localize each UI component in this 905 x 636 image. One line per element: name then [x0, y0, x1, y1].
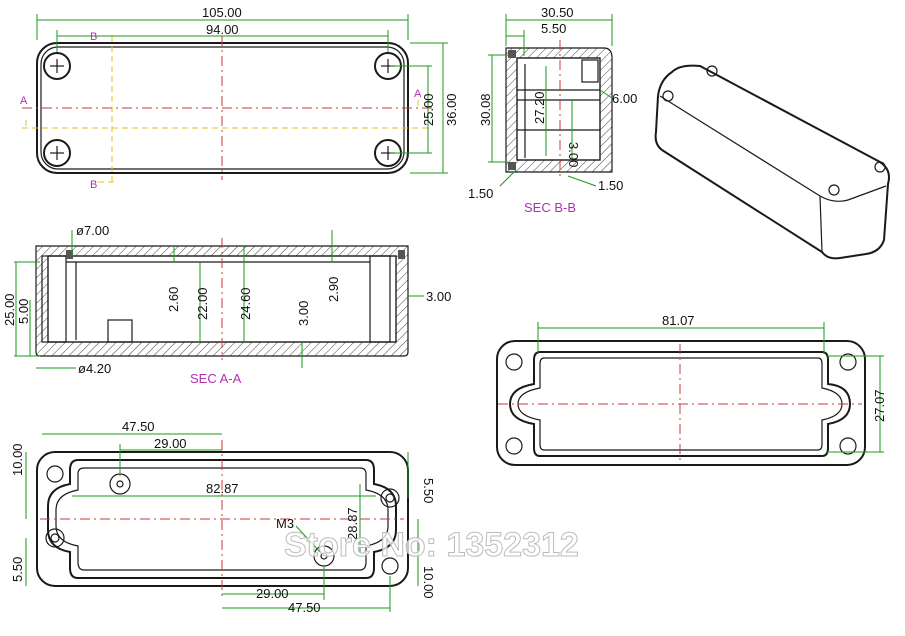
- dim-bb-top-inset: 5.50: [541, 21, 566, 36]
- dim-aa-lip: 5.00: [16, 299, 31, 324]
- base-view: 47.50 29.00 10.00 5.50 82.87 28.87 M3 5.…: [10, 419, 436, 615]
- dim-bb-inner-height: 27.20: [532, 91, 547, 124]
- dim-bb-width: 30.50: [541, 5, 574, 20]
- lid-view: 81.07 27.07: [496, 313, 887, 466]
- dim-base-left-top: 10.00: [10, 443, 25, 476]
- isometric-view: [654, 64, 890, 260]
- dim-base-top-half: 47.50: [122, 419, 155, 434]
- section-mark-a-left: A: [20, 95, 28, 107]
- dim-base-right-top: 5.50: [421, 478, 436, 503]
- dim-base-right-bottom: 10.00: [421, 566, 436, 599]
- dim-overall-width: 105.00: [202, 5, 242, 20]
- dim-base-span: 82.87: [206, 481, 239, 496]
- dim-aa-e: 2.90: [326, 277, 341, 302]
- lid-outline: [496, 340, 866, 466]
- dim-bb-right-wall: 1.50: [598, 178, 623, 193]
- dim-lid-width: 81.07: [662, 313, 695, 328]
- dim-bb-slot: 6.00: [612, 91, 637, 106]
- label-sec-aa: SEC A-A: [190, 371, 242, 386]
- dim-aa-b: 22.00: [195, 287, 210, 320]
- dim-aa-d: 3.00: [296, 301, 311, 326]
- dim-lid-height: 27.07: [872, 389, 887, 422]
- dim-bb-height: 30.08: [478, 93, 493, 126]
- dim-aa-c: 24.60: [238, 287, 253, 320]
- dim-base-bottom-inner: 29.00: [256, 586, 289, 601]
- isometric-box: [654, 64, 890, 260]
- dim-aa-hole-dia: ø7.00: [76, 223, 109, 238]
- dim-base-bottom-half: 47.50: [288, 600, 321, 615]
- dim-aa-height: 25.00: [2, 293, 17, 326]
- section-mark-b-top: B: [90, 31, 97, 43]
- label-sec-bb: SEC B-B: [524, 200, 576, 215]
- watermark: Store No: 1352312: [284, 526, 579, 564]
- dim-aa-pin-dia: ø4.20: [78, 361, 111, 376]
- dim-hole-spacing-height: 25.00: [421, 93, 436, 126]
- section-mark-a-right: A: [414, 88, 422, 100]
- dim-aa-wall: 3.00: [426, 289, 451, 304]
- dim-base-inner-height: 28.87: [345, 507, 360, 540]
- top-view: 105.00 94.00 25.00 36.00 A A B B: [20, 5, 459, 191]
- dim-hole-spacing-width: 94.00: [206, 22, 239, 37]
- dim-aa-a: 2.60: [166, 287, 181, 312]
- section-mark-b-bottom: B: [90, 179, 97, 191]
- dim-bb-floor: 3.00: [566, 142, 581, 167]
- dim-base-top-inner: 29.00: [154, 436, 187, 451]
- dim-overall-height: 36.00: [444, 93, 459, 126]
- section-aa-view: ø7.00 25.00 5.00 2.60 22.00 24.60 3.00 2…: [2, 223, 451, 386]
- screw-icon: [43, 139, 71, 167]
- section-bb-view: 30.50 5.50 30.08 27.20 3.00 6.00 1.50 1.…: [468, 5, 637, 215]
- screw-icon: [43, 52, 71, 80]
- dim-base-screw: M3: [276, 516, 294, 531]
- dim-bb-left-wall: 1.50: [468, 186, 493, 201]
- dim-base-left-bottom: 5.50: [10, 557, 25, 582]
